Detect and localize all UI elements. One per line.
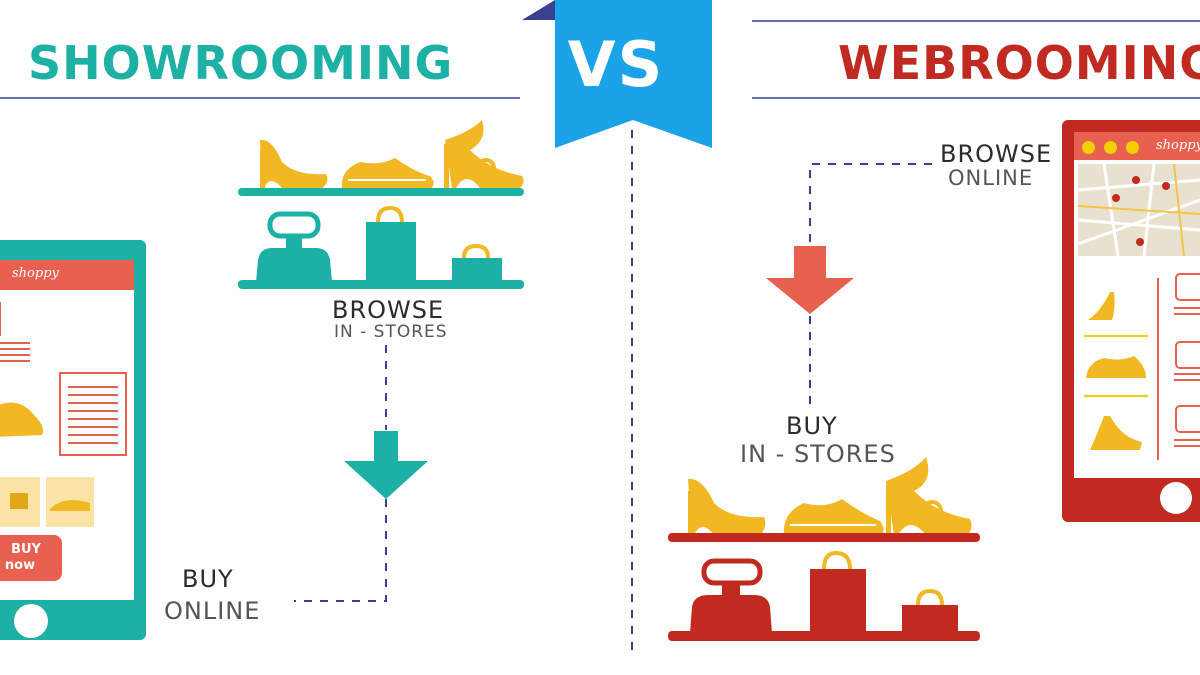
dot-icon	[1126, 141, 1140, 154]
ribbon-body	[555, 0, 712, 148]
buy-now-line1: BUY	[11, 542, 41, 557]
phone-right-home-button[interactable]	[1160, 482, 1192, 514]
bottom-shelf	[668, 631, 980, 641]
right-header-rule	[752, 97, 1200, 99]
buy-now-button[interactable]	[0, 535, 62, 581]
top-shelf	[238, 188, 524, 196]
left-flow-path	[294, 345, 428, 602]
down-arrow-icon	[344, 431, 428, 499]
right-buy-sub: IN - STORES	[740, 440, 896, 468]
right-browse-label: BROWSE	[940, 140, 1053, 168]
sneaker-icon	[341, 158, 434, 188]
shopping-bag-icon	[810, 550, 866, 633]
vs-ribbon	[522, 0, 712, 148]
high-heel-icon	[688, 478, 766, 535]
center-divider	[631, 130, 633, 650]
left-buy-label: BUY	[182, 565, 234, 593]
left-buy-sub: ONLINE	[164, 597, 261, 625]
phone-right-logo: shoppy	[1156, 138, 1200, 153]
small-bag-icon	[902, 588, 958, 633]
sneaker-icon	[783, 499, 884, 535]
right-buy-label: BUY	[786, 412, 838, 440]
buy-now-line2: now	[4, 558, 36, 573]
high-heel-icon	[1088, 292, 1115, 320]
description-card	[59, 372, 127, 456]
left-browse-sub: IN - STORES	[334, 322, 448, 342]
dot-icon	[1082, 141, 1095, 154]
window-dots	[1082, 139, 1140, 158]
store-shelves-right	[668, 457, 980, 641]
sneaker-icon	[1086, 356, 1146, 378]
high-heel-icon	[1090, 416, 1142, 450]
phone-left-content	[0, 302, 127, 527]
bottom-shelf	[238, 280, 524, 289]
phone-left-home-button[interactable]	[14, 604, 48, 638]
shopping-bag-icon	[366, 205, 416, 282]
phone-right-content	[1077, 163, 1200, 460]
top-rule-right	[752, 20, 1200, 22]
map-icon	[1077, 163, 1200, 257]
high-heel-icon	[260, 139, 328, 188]
left-browse-label: BROWSE	[332, 296, 445, 324]
cash-register-icon	[690, 558, 772, 633]
webrooming-title: WEBROOMING	[838, 36, 1200, 90]
right-browse-sub: ONLINE	[948, 166, 1034, 190]
top-shelf	[668, 533, 980, 542]
phone-left-logo: shoppy	[12, 266, 59, 281]
strappy-heel-icon	[444, 120, 524, 188]
showrooming-title: SHOWROOMING	[28, 36, 454, 90]
cash-register-icon	[256, 211, 332, 282]
left-header-rule	[0, 97, 520, 99]
vs-label: VS	[567, 28, 665, 101]
store-shelves-left	[238, 120, 524, 289]
right-flow-path	[766, 163, 932, 405]
ribbon-fold	[522, 0, 555, 20]
sneaker-icon	[0, 402, 43, 437]
small-bag-icon	[452, 243, 502, 282]
strappy-heel-icon	[886, 457, 972, 535]
dot-icon	[1104, 141, 1118, 154]
down-arrow-icon	[766, 246, 854, 314]
phone-left-appbar	[0, 260, 134, 290]
